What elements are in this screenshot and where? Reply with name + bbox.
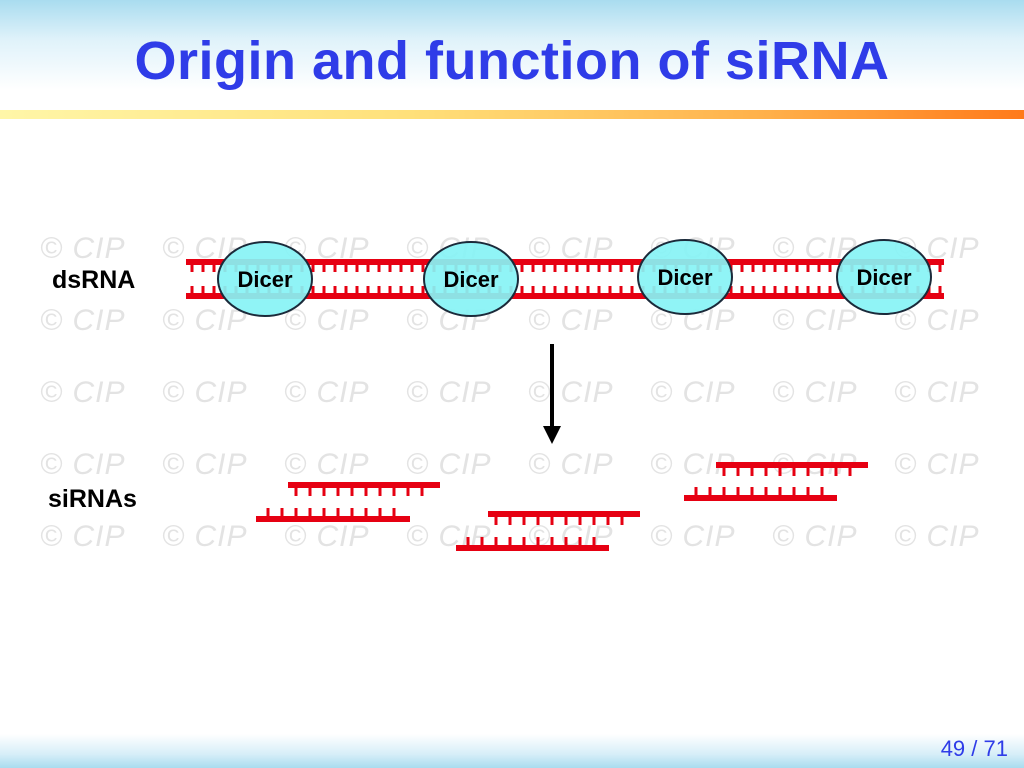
dicer-ellipse — [836, 239, 932, 315]
page-number: 49 / 71 — [941, 736, 1008, 762]
watermark-text: © CIP — [284, 520, 370, 553]
dicer-enzyme: Dicer — [637, 239, 733, 315]
sirna-strand-top — [488, 511, 640, 517]
dsrna-label: dsRNA — [52, 266, 136, 294]
watermark-text: © CIP — [40, 448, 126, 481]
watermark-text: © CIP — [772, 520, 858, 553]
sirna-fragments — [256, 462, 868, 551]
dicer-ellipse — [217, 241, 313, 317]
footer-band — [0, 734, 1024, 768]
dicer-label: Dicer — [856, 265, 911, 290]
dicer-label: Dicer — [443, 267, 498, 292]
watermark-text: © CIP — [650, 520, 736, 553]
watermark-text: © CIP — [162, 304, 248, 337]
watermark-text: © CIP — [40, 232, 126, 265]
sirna-strand-top — [288, 482, 440, 488]
watermark-text: © CIP — [406, 448, 492, 481]
watermark-text: © CIP — [650, 376, 736, 409]
watermark-text: © CIP — [284, 376, 370, 409]
watermark-text: © CIP — [528, 304, 614, 337]
sirna-fragment — [684, 462, 868, 501]
page-total: 71 — [983, 736, 1008, 761]
watermark-text: © CIP — [894, 376, 980, 409]
dicer-enzymes: Dicer Dicer Dicer Dicer — [217, 239, 932, 317]
processing-arrow — [543, 344, 561, 444]
watermark-text: © CIP — [894, 520, 980, 553]
watermark-row: © CIP© CIP© CIP© CIP© CIP© CIP© CIP© CIP — [40, 520, 985, 554]
sirnas-label: siRNAs — [48, 485, 137, 513]
watermark-text: © CIP — [284, 448, 370, 481]
dicer-enzyme: Dicer — [423, 241, 519, 317]
page-separator: / — [965, 736, 984, 761]
sirna-strand-bottom — [256, 516, 410, 522]
watermark-row: © CIP© CIP© CIP© CIP© CIP© CIP© CIP© CIP — [40, 304, 985, 338]
dicer-ellipse — [637, 239, 733, 315]
watermark-text: © CIP — [772, 376, 858, 409]
watermark-text: © CIP — [162, 448, 248, 481]
title-underline — [0, 110, 1024, 119]
arrow-head — [543, 426, 561, 444]
sirna-strand-bottom — [456, 545, 609, 551]
watermark-text: © CIP — [894, 448, 980, 481]
sirna-fragment — [256, 482, 440, 522]
sirna-strand-bottom — [684, 495, 837, 501]
watermark-text: © CIP — [406, 376, 492, 409]
page-current: 49 — [940, 736, 966, 761]
watermark-text: © CIP — [162, 376, 248, 409]
watermark-text: © CIP — [162, 520, 248, 553]
dicer-ellipse — [423, 241, 519, 317]
watermark-text: © CIP — [772, 304, 858, 337]
watermark-text: © CIP — [40, 376, 126, 409]
dicer-label: Dicer — [657, 265, 712, 290]
watermark-text: © CIP — [40, 304, 126, 337]
watermark-row: © CIP© CIP© CIP© CIP© CIP© CIP© CIP© CIP — [40, 448, 985, 482]
title-background — [0, 0, 1024, 112]
dicer-enzyme: Dicer — [836, 239, 932, 315]
watermark-text: © CIP — [528, 448, 614, 481]
dicer-enzyme: Dicer — [217, 241, 313, 317]
watermark-text: © CIP — [284, 304, 370, 337]
watermark-row: © CIP © CIP © CIP © CIP © CIP © CIP © CIP © CIP — [40, 376, 985, 410]
dicer-label: Dicer — [237, 267, 292, 292]
watermark-text: © CIP — [528, 376, 614, 409]
watermark-text: © CIP — [40, 520, 126, 553]
slide-title: Origin and function of siRNA — [134, 31, 890, 91]
sirna-strand-top — [716, 462, 868, 468]
sirna-fragment — [456, 511, 640, 551]
